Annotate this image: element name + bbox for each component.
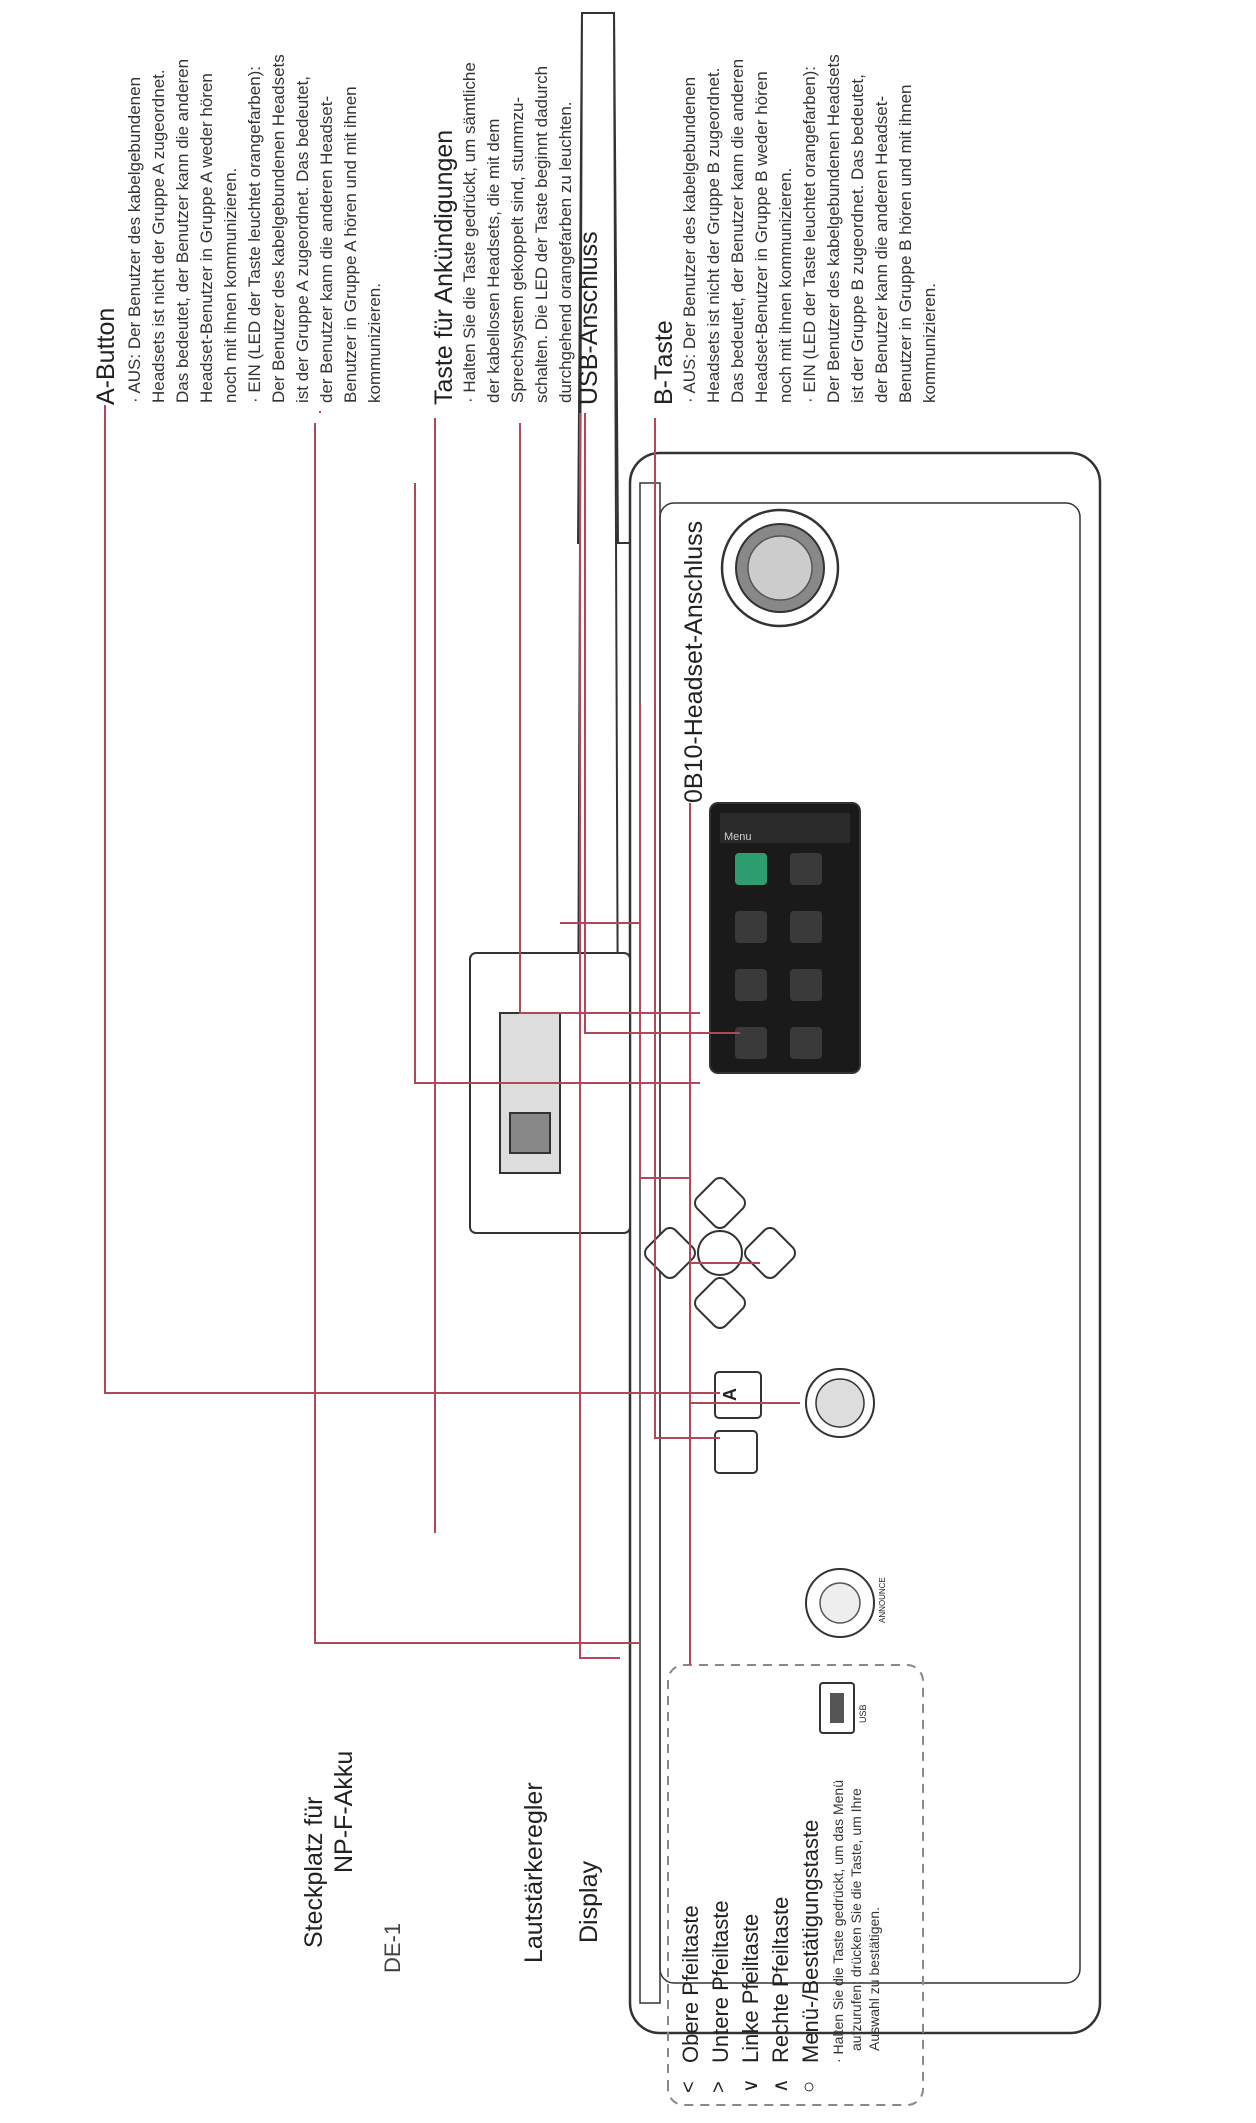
legend-key-icon: ∨ (740, 2078, 762, 2093)
description-line: · Halten Sie die Taste gedrückt, um sämt… (460, 62, 479, 403)
legend-key-icon: ○ (798, 2080, 820, 2093)
description-line: der kabellosen Headsets, die mit dem (484, 118, 503, 403)
a-button-title: A-Button (92, 307, 120, 405)
description-line: Headsets ist nicht der Gruppe B zugeordn… (704, 67, 723, 403)
description-line: · AUS: Der Benutzer des kabelgebundenen (125, 76, 144, 403)
description-line: Sprechsystem gekoppelt sind, stummzu- (508, 96, 527, 403)
usb-title: USB-Anschluss (575, 231, 603, 405)
description-line: Benutzer in Gruppe B hören und mit ihnen (896, 84, 915, 403)
display-screen (709, 802, 861, 1074)
legend-note-line: aufzurufen; drücken Sie die Taste, um Ih… (848, 1788, 864, 2051)
legend-key-label: Linke Pfeiltaste (738, 1913, 763, 2063)
announce-title: Taste für Ankündigungen (430, 129, 458, 405)
legend-key-label: Rechte Pfeiltaste (768, 1896, 793, 2063)
description-line: Benutzer in Gruppe A hören und mit ihnen (341, 86, 360, 403)
usb-label: USB (858, 1704, 868, 1723)
description-line: Der Benutzer des kabelgebundenen Headset… (269, 54, 288, 403)
battery-slot-title-line1: Steckplatz für (300, 1796, 328, 1948)
description-line: · EIN (LED der Taste leuchtet orangefarb… (800, 65, 819, 403)
description-line: ist der Gruppe A zugeordnet. Das bedeute… (293, 76, 312, 403)
legend-key-label: Untere Pfeiltaste (708, 1900, 733, 2063)
description-line: Das bedeutet, der Benutzer kann die ande… (173, 58, 192, 403)
headset-port-graphic (805, 1368, 875, 1438)
description-line: noch mit ihnen kommunizieren. (221, 167, 240, 403)
screen-title: Menu (724, 831, 752, 843)
page-number: DE-1 (380, 1922, 405, 1973)
legend-key-label: Obere Pfeiltaste (678, 1905, 703, 2063)
description-line: durchgehend orangefarben zu leuchten. (556, 101, 575, 403)
legend-key-icon: ∧ (770, 2078, 792, 2093)
button-a-label: A (720, 1388, 740, 1401)
legend-key-label: Menü-/Bestätigungstaste (798, 1819, 823, 2063)
legend-note-line: Auswahl zu bestätigen. (866, 1907, 882, 2051)
usb-port-graphic (819, 1682, 855, 1734)
legend-note-line: · Halten Sie die Taste gedrückt, um das … (830, 1779, 846, 2063)
description-line: Das bedeutet, der Benutzer kann die ande… (728, 58, 747, 403)
description-line: Der Benutzer des kabelgebundenen Headset… (824, 54, 843, 403)
key-legend-frame (667, 1664, 924, 2106)
description-line: schalten. Die LED der Taste beginnt dadu… (532, 65, 551, 403)
legend-key-icon: > (708, 2081, 730, 2093)
group-buttons (714, 1430, 758, 1474)
navigation-pad (644, 1177, 796, 1329)
battery-slot (469, 952, 631, 1234)
description-line: · AUS: Der Benutzer des kabelgebundenen (680, 76, 699, 403)
button-b-graphic (635, 1167, 681, 1213)
button-a-graphic (714, 1371, 762, 1419)
description-line: der Benutzer kann die anderen Headset- (872, 95, 891, 403)
headset-port-title: 0B10-Headset-Anschluss (680, 520, 708, 803)
description-line: noch mit ihnen kommunizieren. (776, 167, 795, 403)
description-line: Headsets ist nicht der Gruppe A zugeordn… (149, 69, 168, 403)
b-button-title: B-Taste (650, 320, 678, 405)
description-line: Headset-Benutzer in Gruppe B weder hören (752, 71, 771, 403)
announce-button-graphic (805, 1568, 875, 1638)
description-line: der Benutzer kann die anderen Headset- (317, 95, 336, 403)
announce-label: ANNOUNCE (878, 1577, 887, 1623)
legend-key-icon: < (678, 2081, 700, 2093)
volume-title: Lautstärkeregler (520, 1782, 548, 1963)
volume-knob-graphic (720, 508, 840, 628)
description-line: kommunizieren. (365, 283, 384, 403)
battery-slot-title-line2: NP-F-Akku (330, 1750, 358, 1873)
description-line: Headset-Benutzer in Gruppe A weder hören (197, 73, 216, 403)
display-title: Display (575, 1861, 603, 1943)
description-line: kommunizieren. (920, 283, 939, 403)
description-line: ist der Gruppe B zugeordnet. Das bedeute… (848, 74, 867, 403)
description-line: · EIN (LED der Taste leuchtet orangefarb… (245, 65, 264, 403)
